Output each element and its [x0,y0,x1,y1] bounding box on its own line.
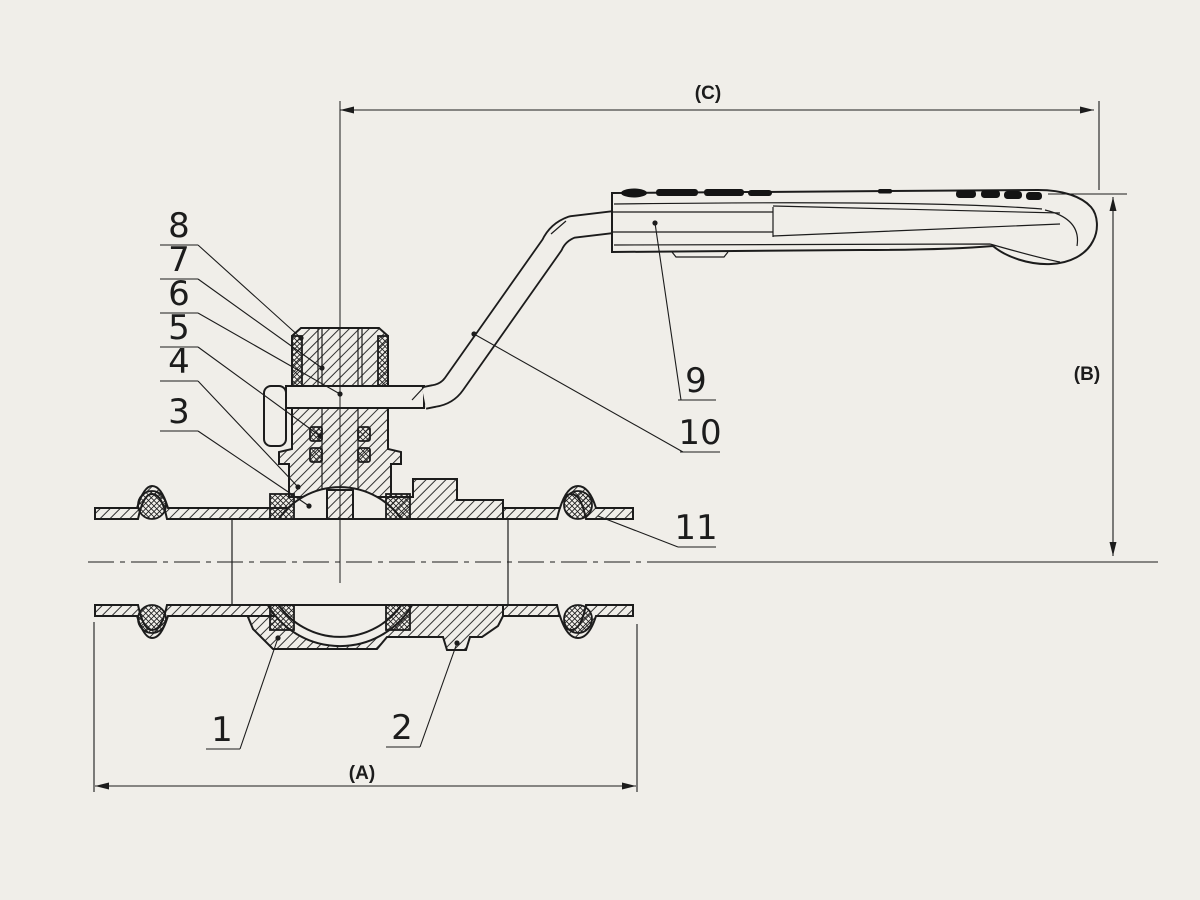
stem-seal-2 [357,426,371,442]
grip-mold-lines [613,202,1079,263]
right-oring-top [563,490,593,520]
stem-upper-lines [321,329,359,386]
callout-underlines-right [678,399,720,548]
lever-core [422,212,616,408]
dim-c-arrow-right [1080,106,1094,114]
dim-a-arrow-left [95,782,109,790]
handle [263,188,1098,447]
dim-b-arrow-top [1109,197,1117,211]
callout-9: 9 [685,361,707,401]
dimension-a: (A) [93,622,638,792]
callout-leaders-left [197,244,341,507]
centerlines [88,101,1158,583]
nut-facet-lines [317,328,363,387]
right-socket-top-wall [502,484,634,520]
dim-c-label: (C) [695,83,721,104]
grip-taper-lines [772,205,1061,237]
left-oring-bottom [137,604,167,634]
stem-seal-3 [309,447,323,463]
stem-seal-4 [357,447,371,463]
leader-dot-6 [337,391,343,397]
right-oring-bottom [563,604,593,634]
seat-left-top [269,493,295,520]
valve-body [94,327,634,651]
seat-right-top [385,493,411,520]
callout-5: 5 [168,308,190,348]
leader-dot-7 [319,365,325,371]
callout-4: 4 [168,342,190,382]
handle-grip [611,188,1098,266]
dim-a-label: (A) [349,763,375,784]
handle-bar [285,385,425,409]
leader-dot-5 [317,433,323,439]
callout-leaders-bottom [239,637,458,750]
dim-c-arrow-left [340,106,354,114]
callout-underlines-left [160,244,198,432]
leader-dot-10 [471,331,477,337]
grip-bottom-notch [671,251,729,258]
handle-brand-mark [621,188,892,198]
callout-2: 2 [391,708,413,748]
callout-1: 1 [211,710,233,750]
dim-b-label: (B) [1074,364,1100,385]
lever-bend-ticks [411,220,567,401]
gland-washer-left [291,335,303,388]
seat-left-bottom [269,604,295,631]
dim-b-arrow-bottom [1109,542,1117,556]
seat-right-bottom [385,604,411,631]
left-oring-top [137,490,167,520]
callout-7: 7 [168,240,190,280]
leader-dot-9 [652,220,658,226]
dim-a-arrow-right [622,782,636,790]
leader-dot-4 [295,484,301,490]
dimension-b: (B) [1048,193,1127,556]
dim-a-extensions [93,622,638,792]
callout-11: 11 [674,508,717,548]
handle-tab [263,385,287,447]
callout-10: 10 [678,413,721,453]
callout-underlines-bottom [206,746,420,750]
leader-dot-3 [306,503,312,509]
dimension-c: (C) [340,83,1100,190]
right-socket-bottom-wall [502,604,634,640]
leader-dot-8 [298,335,304,341]
lever-inside-grip [613,207,774,237]
callouts: 8 7 6 5 4 3 1 2 9 10 11 [160,206,722,750]
gland-washer-right [377,335,389,388]
callout-3: 3 [168,392,190,432]
handle-grip-ridges [956,190,1042,200]
callout-6: 6 [168,274,190,314]
callout-8: 8 [168,206,190,246]
leader-dot-1 [275,635,281,641]
callout-leaders-right [473,222,684,548]
leader-dot-2 [454,640,460,646]
